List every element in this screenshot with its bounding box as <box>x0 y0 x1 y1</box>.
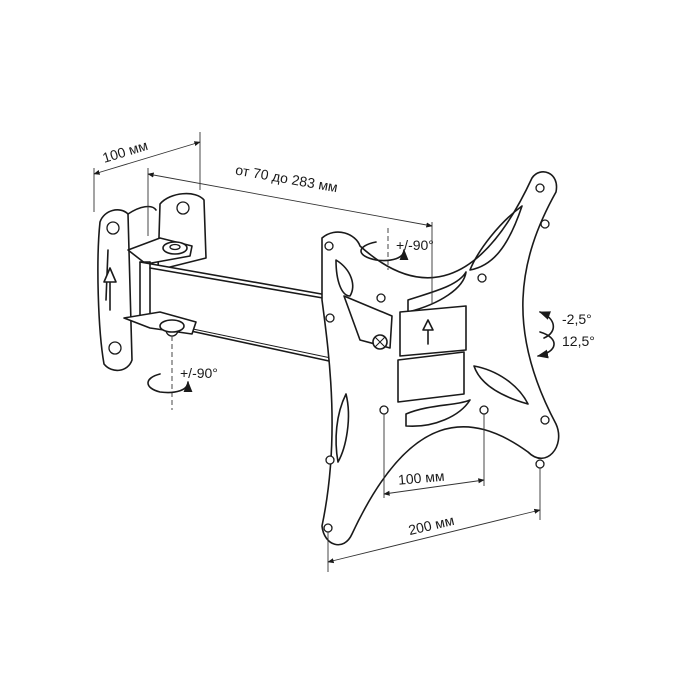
swivel-bottom-label: +/-90° <box>180 365 218 381</box>
tilt-down-label: 12,5° <box>562 333 595 349</box>
swivel-bottom-indicator: +/-90° <box>147 336 218 410</box>
vesa-plate <box>321 171 560 546</box>
vesa-outer-label: 200 мм <box>407 512 456 538</box>
wall-width-label: 100 мм <box>100 137 149 166</box>
swing-arm <box>123 237 363 381</box>
tilt-up-label: -2,5° <box>562 311 592 327</box>
arm-length-label: от 70 до 283 мм <box>234 162 339 196</box>
vesa-inner-label: 100 мм <box>397 468 445 488</box>
swivel-top-label: +/-90° <box>396 237 434 253</box>
swivel-top-indicator: +/-90° <box>360 228 434 270</box>
dimension-vesa-inner: 100 мм <box>383 414 485 498</box>
wall-plate <box>97 205 157 372</box>
tilt-indicator: -2,5° 12,5° <box>536 311 595 359</box>
